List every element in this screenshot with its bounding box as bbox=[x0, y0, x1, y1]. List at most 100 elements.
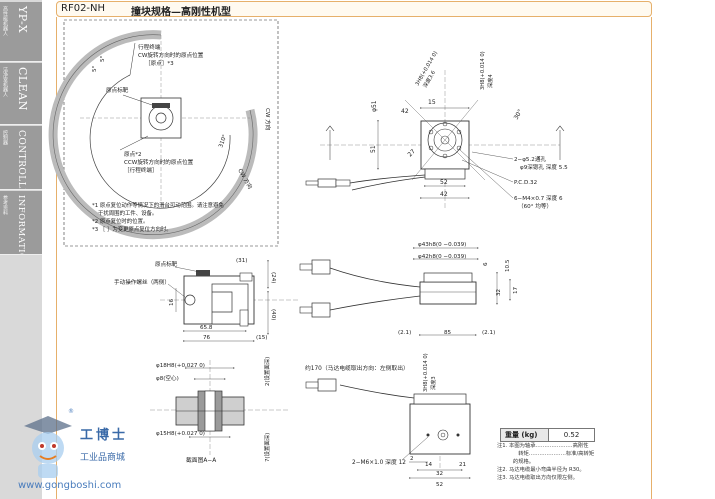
label-counterbore: φ9深锪孔 深度 5.5 bbox=[520, 163, 568, 171]
dim-32-bottom: 32 bbox=[436, 471, 443, 477]
label-angle: 310° bbox=[218, 134, 228, 149]
label-8-hollow: φ8(空心) bbox=[156, 374, 179, 382]
section-title-bar: RF02-NH 撞块规格—高刚性机型 bbox=[56, 1, 652, 18]
sidebar-tab-label: CONTROLLER bbox=[16, 130, 26, 190]
dim-42b: 42 bbox=[440, 191, 448, 198]
drawing-frame bbox=[56, 17, 652, 499]
label-manual-knob: 手动操作螺丝（两侧） bbox=[114, 278, 170, 286]
sidebar-tab-sub: 洁净室机器人 bbox=[2, 67, 8, 97]
weight-value: 0.52 bbox=[548, 428, 595, 442]
rotation-note-1: *1 原点复位动作等情况下的滑台可动范围。请注意避免 bbox=[92, 201, 224, 209]
dim-52: 52 bbox=[440, 179, 448, 186]
dim-2: 2 bbox=[410, 456, 414, 462]
dim-31: (31) bbox=[236, 258, 247, 264]
section-markers bbox=[325, 125, 565, 160]
weight-label: 重量 (kg) bbox=[500, 428, 549, 442]
dim-10-5: 10.5 bbox=[505, 259, 511, 272]
dim-6: 6 bbox=[483, 262, 489, 266]
dim-40: (40) bbox=[270, 309, 276, 320]
dim-radius: 27 bbox=[406, 148, 416, 158]
sidebar-tab-label: INFORMATION bbox=[16, 195, 26, 255]
footnote-4: 注2. 马达电缆最小弯曲半径为 R30。 bbox=[497, 467, 585, 474]
catalog-sidebar: 高性能机器人 YP-X 洁净室机器人 CLEAN 控制器 CONTROLLER … bbox=[0, 0, 42, 499]
model-name: RF02-NH bbox=[61, 3, 106, 14]
dim-76: 76 bbox=[203, 335, 211, 341]
footnote-2: 转矩…………………标准/高转矩 bbox=[497, 451, 595, 458]
label-m4: 6−M4×0.7 深度 6 bbox=[514, 194, 563, 202]
side-view: 原点标靶 手动操作螺丝（两侧） (31) (24) (40) 16 65.8 7… bbox=[114, 258, 300, 342]
label-depth4: 深度4 bbox=[486, 74, 494, 88]
label-m4-equal: （60° 均等） bbox=[518, 202, 552, 210]
sidebar-tab-information[interactable]: 参考资料 INFORMATION bbox=[0, 191, 42, 255]
rotation-range-view: 行程终端 CW旋转方向时的原点位置 ［原点］*3 原点标靶 原点*2 CCW旋转… bbox=[48, 19, 279, 247]
footnotes: 注1. 本图为轴承…………………高刚性 转矩…………………标准/高转矩 的规格。… bbox=[497, 442, 594, 482]
footnote-3: 的规格。 bbox=[497, 459, 535, 466]
dim-17: 17 bbox=[513, 286, 519, 294]
sidebar-tab-sub: 参考资料 bbox=[2, 195, 8, 215]
rotation-note-4: *3 ［ ］为变更原点复位方向时。 bbox=[92, 225, 172, 233]
dim-42: 42 bbox=[401, 108, 409, 115]
watermark-url[interactable]: www.gongboshi.com bbox=[18, 480, 122, 491]
dim-phi51: φ51 bbox=[371, 100, 378, 112]
label-origin-star: 原点*2 bbox=[124, 151, 142, 158]
dim-16: 16 bbox=[169, 298, 175, 306]
sidebar-tab-sub: 控制器 bbox=[2, 130, 8, 145]
dim-30deg: 30° bbox=[513, 108, 524, 121]
dim-52-bottom: 52 bbox=[436, 482, 443, 488]
front-view: 42 15 42 52 51 φ51 27 30° 3H8(+0.014 0) … bbox=[305, 50, 568, 210]
dim-2-1b: (2.1) bbox=[482, 330, 495, 336]
label-origin-target-side: 原点标靶 bbox=[155, 260, 178, 268]
sidebar-tab-controller[interactable]: 控制器 CONTROLLER bbox=[0, 126, 42, 190]
rotation-note-3: *2 原点复位时的位置。 bbox=[92, 217, 148, 225]
weight-table: 重量 (kg) 0.52 bbox=[500, 428, 595, 442]
watermark: ® 工博士 工业品商城 www.gongboshi.com bbox=[16, 402, 186, 499]
registered-mark: ® bbox=[68, 408, 74, 415]
label-section-aa: 截面图A−A bbox=[186, 456, 216, 464]
label-origin-target: 原点标靶 bbox=[106, 86, 129, 94]
label-3h8-b: 3H8(+0.014 0) bbox=[480, 51, 486, 90]
label-m6: 2−M6×1.0 深度 12 bbox=[352, 458, 406, 466]
label-43h8: φ43h8(0 −0.039) bbox=[418, 242, 466, 248]
label-depth3: 深度3 bbox=[429, 376, 437, 390]
sidebar-tab-clean[interactable]: 洁净室机器人 CLEAN bbox=[0, 63, 42, 125]
dim-14: 14 bbox=[425, 462, 433, 468]
bottom-view: 约170（马达电缆取出方向：左侧取出） 3H8(+0.014 0) 深度3 2−… bbox=[305, 353, 471, 488]
watermark-brand: 工博士 bbox=[80, 428, 129, 443]
watermark-subtitle: 工业品商城 bbox=[80, 453, 126, 463]
dim-5deg-b: 5° bbox=[100, 55, 106, 62]
label-18h8: φ18H8(+0.027 0) bbox=[156, 363, 205, 369]
sidebar-tab-label: CLEAN bbox=[16, 67, 29, 111]
dim-51: 51 bbox=[370, 145, 377, 153]
sidebar-tab-label: YP-X bbox=[16, 6, 29, 34]
section-view: φ18H8(+0.027 0) φ8(空心) φ15H8(+0.027 0) 截… bbox=[150, 357, 290, 464]
label-cw-origin: CW旋转方向时的原点位置 bbox=[138, 51, 204, 59]
dim-2-1: (2.1) bbox=[398, 330, 411, 336]
dim-85: 85 bbox=[444, 330, 452, 336]
label-cw-direction: CW 方向 bbox=[264, 108, 272, 131]
dim-32: 32 bbox=[496, 289, 502, 296]
label-15h8: φ15H8(+0.027 0) bbox=[156, 431, 205, 437]
sidebar-tab-sub: 高性能机器人 bbox=[2, 6, 8, 36]
label-cable-length: 约170（马达电缆取出方向：左侧取出） bbox=[305, 364, 409, 372]
sidebar-tab-ypx[interactable]: 高性能机器人 YP-X bbox=[0, 2, 42, 62]
label-3h8-bottom: 3H8(+0.014 0) bbox=[423, 353, 429, 392]
label-ccw-origin: CCW旋转方向时的原点位置 bbox=[124, 158, 194, 166]
label-depth-2: 2(设置面深) bbox=[263, 357, 271, 386]
footnote-1: 注1. 本图为轴承…………………高刚性 bbox=[497, 443, 589, 449]
robot-mascot-icon bbox=[24, 416, 72, 478]
label-depth-7: 7(设置面深) bbox=[263, 433, 271, 462]
dim-15: 15 bbox=[428, 99, 436, 106]
label-pcd: P.C.D.32 bbox=[514, 180, 537, 186]
right-view: φ43h8(0 −0.039) φ42h8(0 −0.039) 6 10.5 3… bbox=[299, 242, 519, 336]
dim-15-side: (15) bbox=[256, 335, 267, 341]
label-42h8: φ42h8(0 −0.039) bbox=[418, 254, 466, 260]
dim-24: (24) bbox=[270, 272, 276, 283]
footnote-5: 注3. 马达电缆取出方向仅限左侧。 bbox=[497, 475, 578, 482]
rotation-note-2: 干扰周围的工件、设备。 bbox=[98, 209, 157, 217]
label-origin-note: ［原点］*3 bbox=[145, 60, 174, 67]
dim-5deg: 5° bbox=[92, 65, 98, 72]
dim-65-8: 65.8 bbox=[200, 325, 213, 331]
label-travel-end: 行程终端 bbox=[138, 43, 161, 51]
label-travel-end-2: ［行程终端］ bbox=[124, 166, 158, 174]
